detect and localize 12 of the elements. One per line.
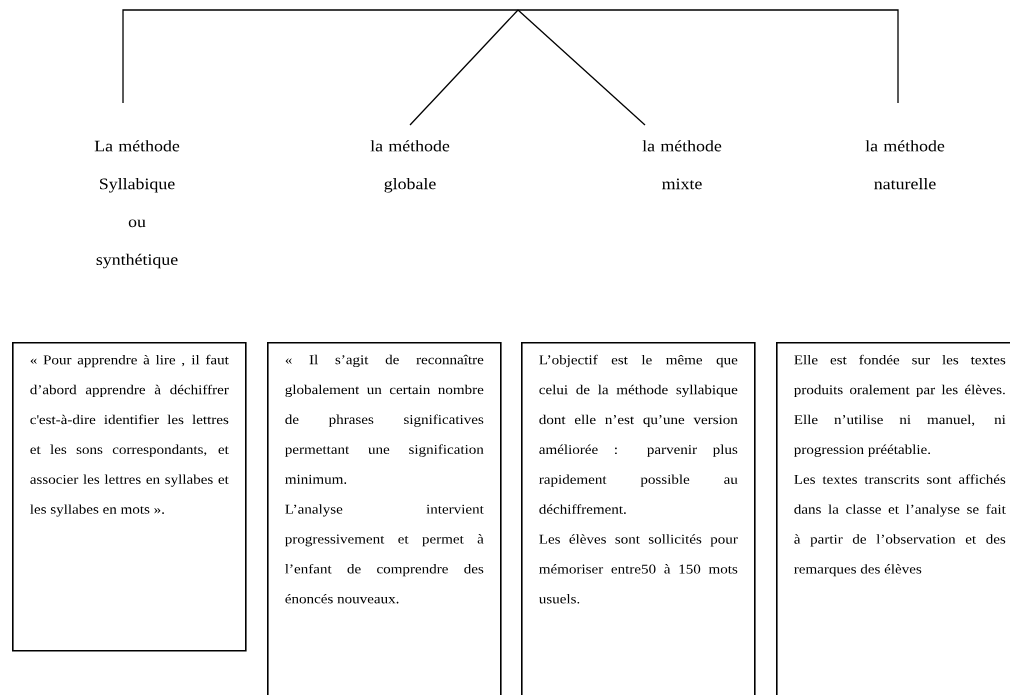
description-box: Elle est fondée sur les textes produits oralement par les élèves. Elle n’utilise ni manuel, ni progression préétablie. Les textes transcrits sont affichés dans la classe et l’analyse se fait à partir de l’observation et des remarques des élèves [776, 342, 1010, 695]
connector-line [409, 9, 519, 126]
connector-line [122, 9, 519, 104]
method-title: la méthode mixte [642, 140, 722, 190]
description-box: L’objectif est le même que celui de la méthode syllabique dont elle n’est qu’une version améliorée : parvenir plus rapidement possible au déchiffrement. Les élèves sont sollicités pour mémoriser entre50 à 150 mots usuels. [521, 342, 756, 695]
method-title: la méthode naturelle [865, 140, 945, 190]
method-title: la méthode globale [370, 140, 450, 193]
description-box: « Il s’agit de reconnaître globalement un certain nombre de phrases significatives permettant une signification minimum. L’analyse intervient progressivement et permet à l’enfant de comprendre des énoncés nouveaux. [267, 342, 502, 695]
connector-line [517, 9, 899, 104]
method-title: La méthode Syllabique ou synthétique [94, 140, 180, 269]
connector-line [517, 9, 646, 126]
description-box: « Pour apprendre à lire , il faut d’abord apprendre à déchiffrer c'est-à-dire identifier les lettres et les sons correspondants, et associer les lettres en syllabes et les syllabes en mots ». [12, 342, 247, 652]
